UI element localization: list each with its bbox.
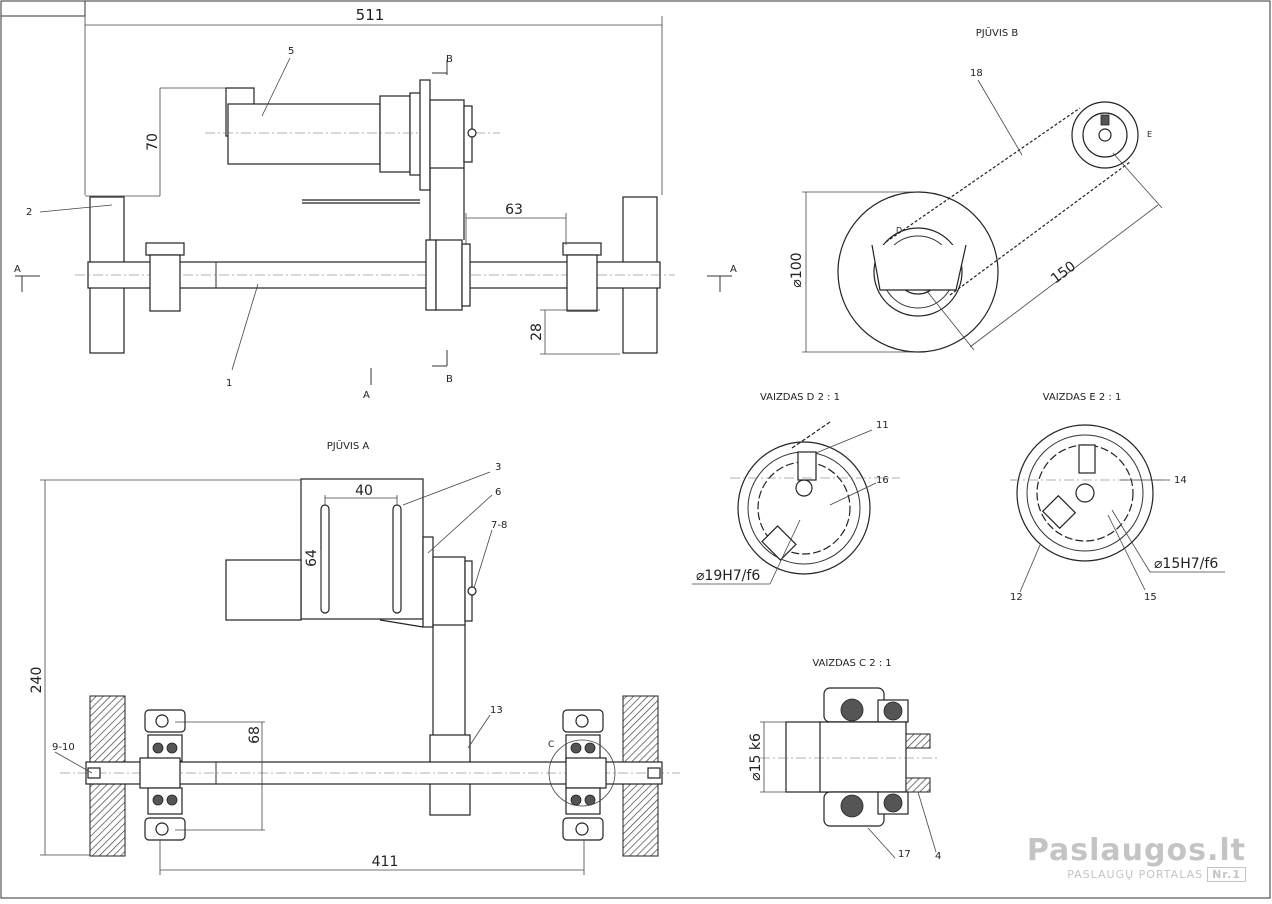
- balloon-17: 17: [898, 849, 911, 860]
- timing-belt: [871, 107, 1131, 296]
- detail-d-fit: ⌀19H7/f6: [696, 568, 760, 584]
- section-a-view: PJŪVIS A 40 64: [29, 439, 680, 875]
- dim-height: 28: [529, 309, 620, 355]
- balloon-16: 16: [876, 475, 889, 486]
- dim-bearing-text: 68: [247, 726, 263, 744]
- section-markers: A A A B B: [14, 54, 737, 401]
- section-b-title: PJŪVIS B: [976, 26, 1019, 39]
- balloon-2: 2: [26, 207, 32, 218]
- balloon-13: 13: [490, 705, 503, 716]
- balloon-12: 12: [1010, 592, 1023, 603]
- dim-overall: 511: [84, 6, 663, 195]
- section-b-view: PJŪVIS B D E ⌀100: [789, 26, 1163, 353]
- balloon-15: 15: [1144, 592, 1157, 603]
- watermark-badge: Nr.1: [1207, 867, 1246, 882]
- detail-c-fit: ⌀15 k6: [748, 733, 764, 781]
- axle: [75, 261, 675, 289]
- detail-e-title: VAIZDAS E 2 : 1: [1043, 392, 1122, 403]
- bearing-unit-left: [139, 709, 186, 841]
- balloon-11: 11: [876, 420, 889, 431]
- lower-pulley: [425, 239, 471, 311]
- small-pulley: E: [1071, 101, 1152, 169]
- belt-side: [432, 625, 466, 735]
- dim-span-text: 411: [372, 854, 399, 870]
- detail-d-view: VAIZDAS D 2 : 1 11 16 ⌀19H7/f6: [692, 392, 900, 585]
- dim-pulley-gap-text: 63: [505, 202, 523, 218]
- dim-bearing: 68: [175, 721, 265, 831]
- marker-a-bottom: A: [363, 390, 370, 401]
- dim-diameter-text: ⌀100: [789, 252, 805, 287]
- balloon-7-8: 7-8: [491, 520, 507, 531]
- dim-height-text: 28: [529, 323, 545, 341]
- section-a-title: PJŪVIS A: [327, 439, 370, 452]
- balloon-9-10: 9-10: [52, 742, 75, 753]
- bearing-housings: [145, 242, 602, 312]
- section-a-balloons: 3 6 7-8 13 9-10: [52, 462, 507, 774]
- motor-plate: [225, 478, 477, 628]
- balloon-14: 14: [1174, 475, 1187, 486]
- motor: [205, 87, 500, 176]
- detail-c-view: VAIZDAS C 2 : 1 ⌀15 k6 17 4: [748, 658, 941, 862]
- upper-pulley: [302, 79, 477, 204]
- dim-span: 411: [159, 840, 585, 875]
- dim-slot: 40: [324, 483, 398, 505]
- top-view: 511 70: [14, 6, 737, 401]
- dim-slot-text: 40: [355, 483, 373, 499]
- detail-d-callout: D: [896, 226, 902, 235]
- dim-section-height: 240: [29, 479, 301, 856]
- marker-a-right: A: [730, 264, 737, 275]
- dim-diameter: ⌀100: [789, 191, 918, 353]
- balloon-1: 1: [226, 378, 232, 389]
- marker-b-bottom: B: [446, 374, 453, 385]
- detail-e-callout: E: [1147, 130, 1152, 139]
- watermark-brand: Paslaugos.lt: [1026, 833, 1246, 868]
- dim-pulley-gap: 63: [465, 202, 567, 245]
- balloon-3: 3: [495, 462, 501, 473]
- balloon-5: 5: [288, 46, 294, 57]
- dim-slot-len: 64: [304, 549, 322, 608]
- detail-c-callout: C: [548, 740, 554, 750]
- bearing-unit-right: C: [548, 709, 616, 841]
- dim-overall-text: 511: [356, 6, 385, 24]
- detail-e-fit: ⌀15H7/f6: [1154, 556, 1218, 572]
- detail-d-title: VAIZDAS D 2 : 1: [760, 392, 840, 403]
- marker-b-top: B: [446, 54, 453, 65]
- balloon-4: 4: [935, 851, 941, 862]
- dim-offset: 70: [85, 87, 228, 197]
- marker-a-left: A: [14, 264, 21, 275]
- balloon-18: 18: [970, 68, 983, 79]
- dim-center-text: 150: [1048, 258, 1079, 287]
- belt: [429, 168, 465, 240]
- dim-section-height-text: 240: [29, 667, 45, 694]
- dim-slot-len-text: 64: [304, 549, 320, 567]
- balloon-6: 6: [495, 487, 501, 498]
- top-balloons: 5 2 1: [26, 46, 294, 389]
- watermark-tagline: PASLAUGŲ PORTALAS: [1067, 868, 1204, 881]
- detail-e-view: VAIZDAS E 2 : 1 14 12 15 ⌀15H7/f6: [1010, 392, 1225, 603]
- dim-offset-text: 70: [145, 133, 161, 151]
- detail-c-title: VAIZDAS C 2 : 1: [812, 658, 891, 669]
